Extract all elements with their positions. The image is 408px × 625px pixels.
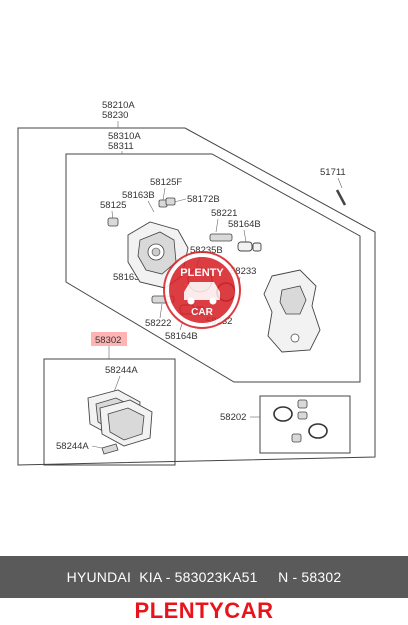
watermark-bottom-text: CAR [191,307,213,318]
label-58244A-bottom: 58244A [56,441,89,452]
leader-58244A-top [113,375,121,393]
label-58221: 58221 [211,208,237,219]
label-58172B: 58172B [187,194,220,205]
assembly-frame [17,127,376,466]
guide-pin-51711 [335,189,347,206]
brand-name: PLENTYCAR [134,598,274,623]
label-58233: 58233 [230,266,256,277]
leader-58163B-top [147,200,155,213]
label-58164B-bottom: 58164B [165,331,198,342]
label-58302: 58302 [95,335,121,346]
label-58202: 58202 [220,412,246,423]
footer-bar: HYUNDAI KIA - 583023KA51 N - 58302 [0,556,408,598]
parts-diagram: 58210A 58230 58310A 58311 51711 58125F 5… [17,100,376,466]
plentycar-watermark: PLENTY CAR [163,251,241,329]
label-51711: 51711 [320,167,346,178]
seal-kit-frame [259,395,351,454]
label-58310A: 58310A [108,131,141,142]
leader-58164B-top [243,229,247,243]
boot-58164B-top [237,241,262,252]
leader-58244A-bottom [91,445,103,449]
label-58163B-bottom: 58163B [113,272,146,283]
leader-58125F [162,187,166,201]
label-58311: 58311 [108,141,134,152]
label-58222: 58222 [145,318,171,329]
label-58244A-top: 58244A [105,365,138,376]
label-58164B-top: 58164B [228,219,261,230]
caliper-carrier-bracket [263,269,321,353]
label-58125F: 58125F [150,177,182,188]
label-58235B: 58235B [190,245,223,256]
label-58302-highlight [91,332,127,346]
leader-58172B [173,198,187,203]
part-number-text: HYUNDAI KIA - 583023KA51 N - 58302 [66,569,342,585]
label-58163B-top: 58163B [122,190,155,201]
label-58230: 58230 [102,110,128,121]
pad-frame [43,358,176,466]
label-58210A: 58210A [102,100,135,111]
watermark-top-text: PLENTY [180,267,224,279]
leader-58221 [215,218,219,233]
brake-pads [87,389,153,447]
seal-kit-58202 [273,399,328,443]
label-58125: 58125 [100,200,126,211]
guide-pin-58221 [209,233,233,242]
bleeder-screw-58125 [107,217,119,227]
leader-58222 [159,303,163,319]
wear-indicator-58244A [101,443,119,455]
leader-51711 [337,177,343,189]
bolt-58172B [165,197,176,206]
caliper-frame [65,153,361,383]
